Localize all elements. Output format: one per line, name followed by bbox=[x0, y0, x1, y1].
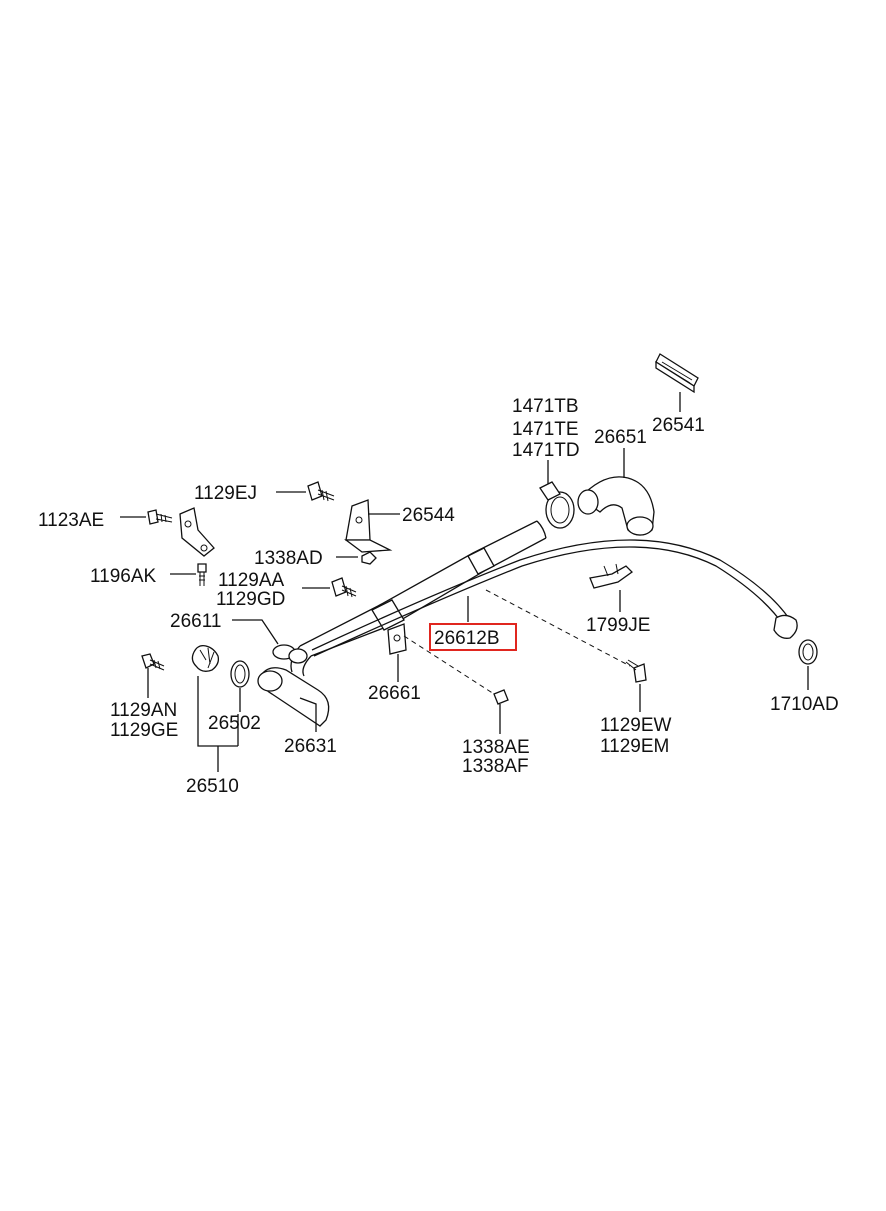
label-1129EW: 1129EW bbox=[600, 715, 672, 736]
part-labels: 1471TB 1471TE 1471TD 26651 26541 1129EJ … bbox=[38, 396, 839, 797]
bracket-side bbox=[179, 507, 215, 557]
label-1123AE: 1123AE bbox=[38, 510, 104, 531]
label-1338AD: 1338AD bbox=[254, 548, 323, 569]
bolt-1129EW bbox=[625, 659, 647, 683]
bracket-26661 bbox=[387, 623, 407, 655]
label-1129AA: 1129AA bbox=[218, 570, 285, 591]
label-1338AE: 1338AE bbox=[462, 737, 530, 758]
label-26510: 26510 bbox=[186, 776, 239, 797]
leader-lines bbox=[120, 392, 809, 772]
label-26661: 26661 bbox=[368, 683, 421, 704]
filler-elbow-26631 bbox=[257, 667, 330, 727]
bolt-1196AK bbox=[197, 563, 207, 586]
label-26651: 26651 bbox=[594, 427, 647, 448]
label-plate-26541 bbox=[655, 353, 699, 394]
nut-1338AD bbox=[361, 551, 377, 565]
elbow-hose-26651 bbox=[577, 476, 655, 536]
dipstick-tube-assembly bbox=[272, 520, 798, 677]
label-26544: 26544 bbox=[402, 505, 455, 526]
label-1799JE: 1799JE bbox=[586, 615, 650, 636]
highlight-box bbox=[429, 623, 517, 651]
label-1710AD: 1710AD bbox=[770, 694, 839, 715]
label-26611: 26611 bbox=[170, 611, 221, 632]
label-1129EM: 1129EM bbox=[600, 736, 669, 757]
hose-clamp-1471 bbox=[539, 481, 575, 529]
clip-1799JE bbox=[589, 563, 634, 589]
o-ring-1710AD bbox=[798, 639, 818, 665]
bolt-1129EJ bbox=[307, 481, 335, 502]
label-1129EJ: 1129EJ bbox=[194, 483, 257, 504]
label-26612B: 26612B bbox=[434, 628, 500, 649]
label-1129GD: 1129GD bbox=[216, 589, 285, 610]
label-26541: 26541 bbox=[652, 415, 705, 436]
label-1471TE: 1471TE bbox=[512, 419, 579, 440]
label-1338AF: 1338AF bbox=[462, 756, 529, 777]
bracket-26544 bbox=[344, 499, 393, 553]
bolt-1129AA bbox=[331, 577, 357, 598]
label-26631: 26631 bbox=[284, 736, 337, 757]
label-1196AK: 1196AK bbox=[90, 566, 157, 587]
bolt-1129AN bbox=[141, 653, 165, 671]
label-1471TD: 1471TD bbox=[512, 440, 580, 461]
filler-cap-26510 bbox=[191, 644, 220, 672]
label-1129AN: 1129AN bbox=[110, 700, 177, 721]
label-1129GE: 1129GE bbox=[110, 720, 178, 741]
bolt-1123AE bbox=[147, 509, 173, 525]
nut-1338AE bbox=[493, 689, 509, 705]
label-26502: 26502 bbox=[208, 713, 261, 734]
label-1471TB: 1471TB bbox=[512, 396, 579, 417]
o-ring-26502 bbox=[230, 660, 250, 688]
